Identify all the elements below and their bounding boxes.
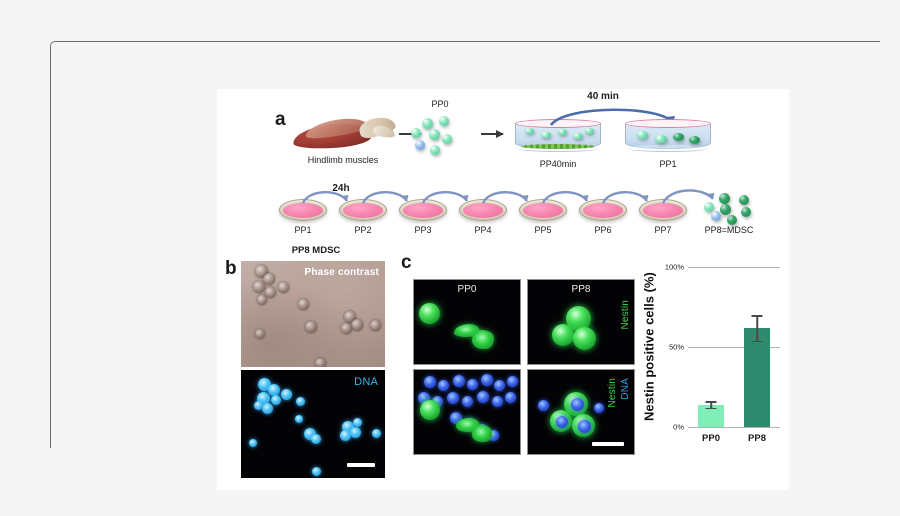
chart-bar-fill xyxy=(698,404,724,427)
dish-pp4 xyxy=(459,199,507,221)
chart-bar-fill xyxy=(744,327,770,427)
passage-arrows-icon xyxy=(273,185,743,205)
phase-contrast-micrograph: Phase contrast xyxy=(241,261,385,367)
figure-card: a Hindlimb muscles PP0 xyxy=(50,41,880,490)
nestin-tag-pp8-top: Nestin xyxy=(620,300,631,330)
pp0-label: PP0 xyxy=(431,99,449,109)
pp0-cell-cloud xyxy=(409,114,473,158)
scale-bar-panel-c xyxy=(592,442,624,446)
chart-x-tick-pp8: PP8 xyxy=(748,433,766,444)
dish-pp5 xyxy=(519,199,567,221)
dish-pp8-caption: PP8=MDSC xyxy=(704,225,754,235)
dish-pp5-caption: PP5 xyxy=(534,225,552,235)
dish-pp1-caption: PP1 xyxy=(294,225,312,235)
scale-bar-panel-b xyxy=(347,463,375,467)
chart-y-tick-label: 0% xyxy=(673,422,684,432)
chart-gridline: 0% xyxy=(673,423,780,432)
figure-canvas: a Hindlimb muscles PP0 xyxy=(217,89,789,490)
panel-c-title-pp0: PP0 xyxy=(457,284,477,295)
pp8-mdsc-cell-cluster xyxy=(703,193,755,225)
panel-c-title-pp8: PP8 xyxy=(571,284,591,295)
dna-tag: DNA xyxy=(354,376,378,388)
panel-b-title: PP8 MDSC xyxy=(291,245,341,256)
phase-contrast-tag: Phase contrast xyxy=(304,267,379,278)
chart-y-axis-label: Nestin positive cells (%) xyxy=(641,272,657,422)
chart-bar-pp0 xyxy=(698,404,724,427)
dna-tag-pp8-bot: DNA xyxy=(620,378,631,400)
chart-bar-pp8 xyxy=(744,327,770,427)
dish-pp1-sideview xyxy=(625,119,711,155)
dish-pp7 xyxy=(639,199,687,221)
micrograph-pp8-nestin-dna: Nestin DNA xyxy=(527,369,635,455)
dish-pp3 xyxy=(399,199,447,221)
chart-error-cap xyxy=(751,340,763,343)
chart-error-bar-pp0 xyxy=(710,401,712,408)
chart-error-cap xyxy=(705,401,717,403)
dish-pp7-caption: PP7 xyxy=(654,225,672,235)
dish-pp3-caption: PP3 xyxy=(414,225,432,235)
chart-y-tick-label: 100% xyxy=(664,262,684,272)
chart-gridline: 100% xyxy=(665,263,780,272)
chart-x-tick-pp0: PP0 xyxy=(702,433,720,444)
dish-pp4-caption: PP4 xyxy=(474,225,492,235)
dish-pp6 xyxy=(579,199,627,221)
chart-error-cap xyxy=(751,315,763,317)
panel-b: b PP8 MDSC Phase contrast xyxy=(217,239,397,490)
nestin-positive-cells-chart: Nestin positive cells (%) 0% 50% 100% PP0 PP… xyxy=(642,239,789,490)
dish-pp6-caption: PP6 xyxy=(594,225,612,235)
dna-fluorescence-micrograph: DNA xyxy=(241,370,385,478)
dish-pp40min-label: PP40min xyxy=(539,159,577,169)
chart-gridline: 50% xyxy=(669,343,780,352)
hindlimb-muscle-illustration xyxy=(289,113,397,152)
micrograph-pp0-nestin: PP0 xyxy=(413,279,521,365)
panel-b-letter: b xyxy=(225,258,237,279)
chart-y-tick-label: 50% xyxy=(668,342,684,352)
micrograph-pp0-nestin-dna xyxy=(413,369,521,455)
dish-pp2-caption: PP2 xyxy=(354,225,372,235)
arrow-pp0-to-dish-icon xyxy=(481,129,504,138)
chart-plot-area: 0% 50% 100% PP0 PP8 xyxy=(665,263,780,444)
panel-c: c PP0 PP8 Nestin xyxy=(397,239,642,490)
panel-a-letter: a xyxy=(275,109,286,130)
time-24h-label: 24h xyxy=(332,183,350,194)
dish-pp1-label: PP1 xyxy=(659,159,677,169)
time-40min-label: 40 min xyxy=(587,91,619,102)
chart-error-bar-pp8 xyxy=(756,315,758,341)
hindlimb-muscles-label: Hindlimb muscles xyxy=(307,155,379,165)
panel-a: a Hindlimb muscles PP0 xyxy=(217,89,789,239)
chart-error-cap xyxy=(705,407,717,410)
micrograph-pp8-nestin: PP8 Nestin xyxy=(527,279,635,365)
nestin-tag-pp8-bot: Nestin xyxy=(607,378,618,408)
panel-c-letter: c xyxy=(401,252,412,273)
